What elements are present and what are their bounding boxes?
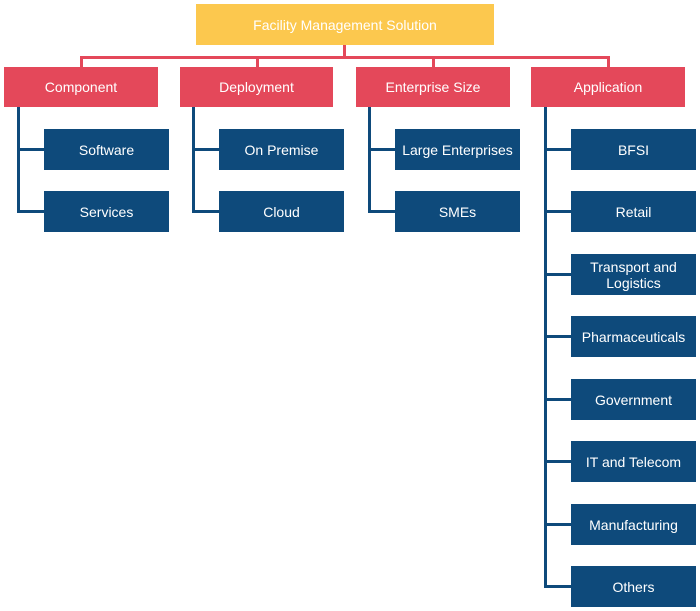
item-retail: Retail xyxy=(571,191,696,232)
deployment-drop-connector xyxy=(256,56,259,67)
application-branch-connector xyxy=(544,585,571,588)
enterprise-size-branch-connector xyxy=(368,148,395,151)
top-horizontal-connector xyxy=(80,56,610,59)
enterprise-size-spine-connector xyxy=(368,107,371,213)
item-bfsi: BFSI xyxy=(571,129,696,170)
deployment-branch-connector xyxy=(192,210,219,213)
item-large-enterprises: Large Enterprises xyxy=(395,129,520,170)
item-smes: SMEs xyxy=(395,191,520,232)
category-deployment: Deployment xyxy=(180,67,333,107)
root-node: Facility Management Solution xyxy=(196,4,494,45)
item-others: Others xyxy=(571,566,696,607)
item-on-premise: On Premise xyxy=(219,129,344,170)
enterprise-size-drop-connector xyxy=(432,56,435,67)
root-stem-connector xyxy=(343,45,346,57)
application-drop-connector xyxy=(607,56,610,67)
item-transport-and-logistics: Transport and Logistics xyxy=(571,254,696,295)
application-spine-connector xyxy=(544,107,547,588)
deployment-branch-connector xyxy=(192,148,219,151)
category-enterprise-size: Enterprise Size xyxy=(356,67,510,107)
item-software: Software xyxy=(44,129,169,170)
category-application: Application xyxy=(531,67,685,107)
enterprise-size-branch-connector xyxy=(368,210,395,213)
application-branch-connector xyxy=(544,460,571,463)
component-spine-connector xyxy=(17,107,20,213)
deployment-spine-connector xyxy=(192,107,195,213)
application-branch-connector xyxy=(544,335,571,338)
application-branch-connector xyxy=(544,148,571,151)
item-it-and-telecom: IT and Telecom xyxy=(571,441,696,482)
item-pharmaceuticals: Pharmaceuticals xyxy=(571,316,696,357)
item-services: Services xyxy=(44,191,169,232)
component-branch-connector xyxy=(17,210,44,213)
item-manufacturing: Manufacturing xyxy=(571,504,696,545)
category-component: Component xyxy=(4,67,158,107)
application-branch-connector xyxy=(544,523,571,526)
item-cloud: Cloud xyxy=(219,191,344,232)
application-branch-connector xyxy=(544,273,571,276)
application-branch-connector xyxy=(544,210,571,213)
application-branch-connector xyxy=(544,398,571,401)
item-government: Government xyxy=(571,379,696,420)
component-drop-connector xyxy=(80,56,83,67)
component-branch-connector xyxy=(17,148,44,151)
